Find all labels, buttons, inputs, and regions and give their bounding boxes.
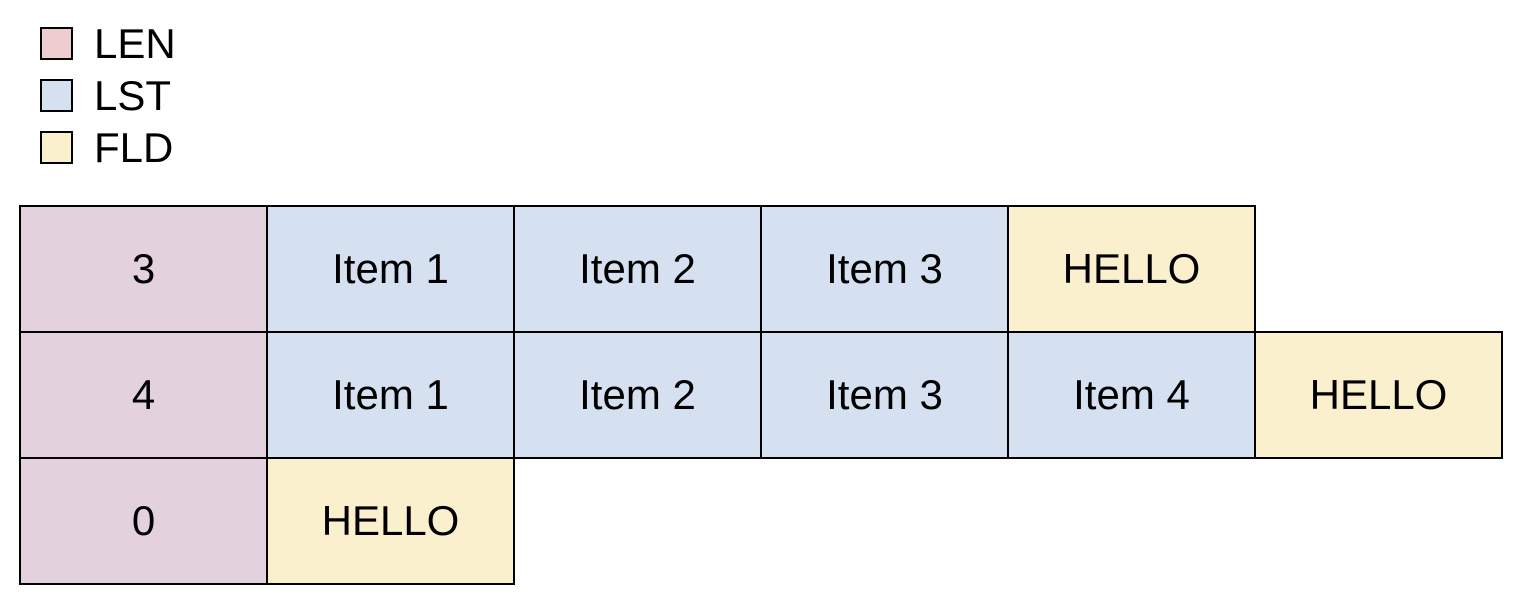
legend-item-lst: LST (40, 72, 176, 119)
structure-diagram: 3 Item 1 Item 2 Item 3 HELLO 4 Item 1 It… (19, 205, 1503, 585)
record-row-3: 0 HELLO (19, 457, 1503, 585)
len-cell: 0 (19, 457, 268, 585)
field-cell: HELLO (266, 457, 515, 585)
lst-color-swatch (40, 79, 73, 112)
list-item-cell: Item 3 (760, 205, 1009, 333)
legend: LEN LST FLD (40, 20, 176, 171)
record-row-1: 3 Item 1 Item 2 Item 3 HELLO (19, 205, 1503, 333)
list-item-cell: Item 2 (513, 205, 762, 333)
len-cell: 4 (19, 331, 268, 459)
legend-label-lst: LST (94, 72, 172, 119)
list-item-cell: Item 3 (760, 331, 1009, 459)
list-item-cell: Item 1 (266, 205, 515, 333)
legend-item-fld: FLD (40, 124, 176, 171)
list-item-cell: Item 1 (266, 331, 515, 459)
len-color-swatch (40, 27, 73, 60)
record-row-2: 4 Item 1 Item 2 Item 3 Item 4 HELLO (19, 331, 1503, 459)
field-cell: HELLO (1007, 205, 1256, 333)
len-cell: 3 (19, 205, 268, 333)
legend-item-len: LEN (40, 20, 176, 67)
legend-label-fld: FLD (94, 124, 174, 171)
fld-color-swatch (40, 131, 73, 164)
legend-label-len: LEN (94, 20, 176, 67)
field-cell: HELLO (1254, 331, 1503, 459)
list-item-cell: Item 4 (1007, 331, 1256, 459)
list-item-cell: Item 2 (513, 331, 762, 459)
